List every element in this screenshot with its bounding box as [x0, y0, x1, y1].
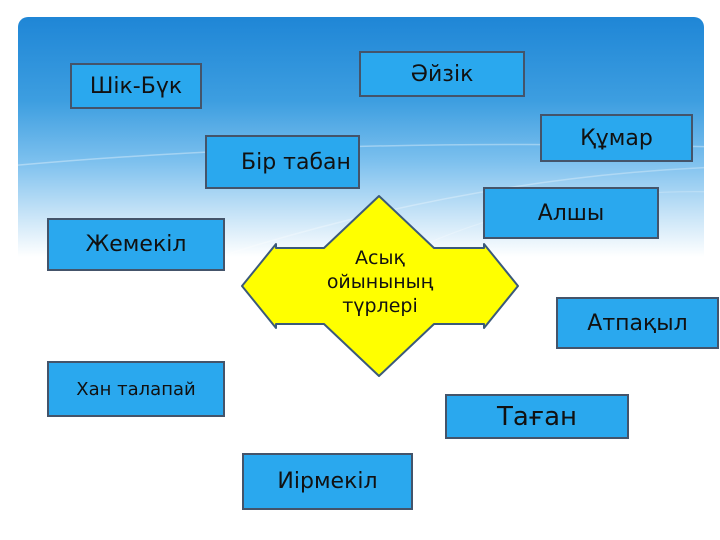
- center-label: Асық ойынының түрлері: [326, 247, 434, 317]
- box-aizik: Әйзік: [359, 51, 525, 97]
- box-tagan: Таған: [445, 394, 629, 439]
- box-alshy: Алшы: [483, 187, 659, 239]
- box-khan-talapai: Хан талапай: [47, 361, 225, 417]
- box-atpakyl: Атпақыл: [556, 297, 719, 349]
- box-kumar: Құмар: [540, 114, 693, 162]
- box-iirmekil: Иірмекіл: [242, 453, 413, 510]
- box-bir-taban: Бір табан: [205, 135, 360, 189]
- arrow-shape: [241, 195, 519, 377]
- box-zhemekil: Жемекіл: [47, 218, 225, 271]
- box-shik-buk: Шік-Бүк: [70, 63, 202, 109]
